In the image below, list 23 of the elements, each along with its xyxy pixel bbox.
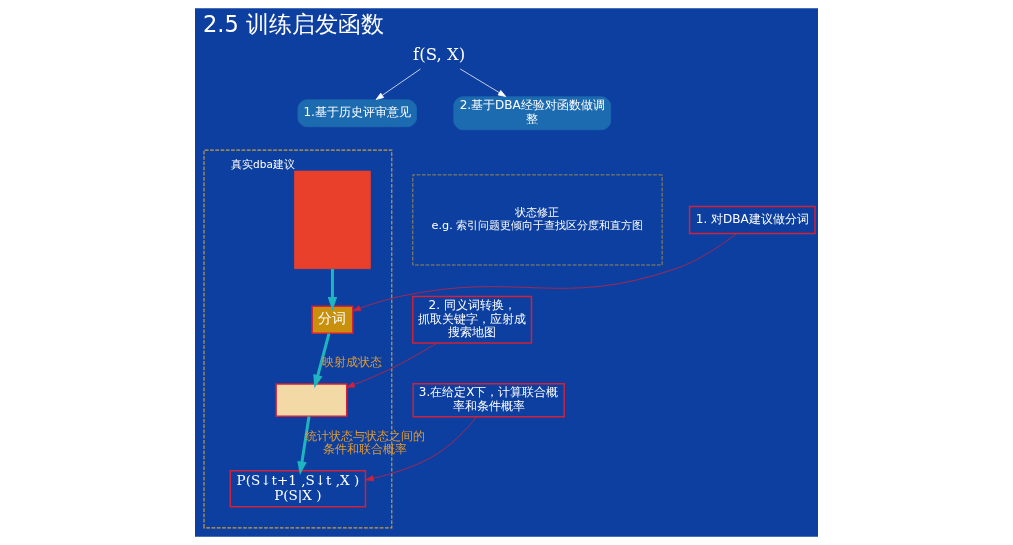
node-box: 1.基于历史评审意见	[297, 99, 417, 128]
node-box	[275, 383, 348, 418]
arrow	[352, 233, 738, 312]
node-text: f(S, X)	[413, 44, 466, 64]
arrow	[346, 342, 438, 388]
arrow	[365, 416, 478, 482]
node-box: 分词	[311, 305, 354, 335]
node-box: 2.基于DBA经验对函数做调整	[453, 96, 612, 131]
node-box: 1. 对DBA建议做分词	[688, 205, 816, 235]
arrow	[327, 269, 338, 311]
diagram-title: 2.5 训练启发函数	[202, 11, 384, 38]
arrow	[313, 333, 331, 389]
node-box: P(S↓t+1 ,S↓t ,X ) P(S|X )	[229, 470, 367, 508]
arrow	[459, 68, 507, 97]
edge-label: 映射成状态	[321, 355, 382, 370]
edge-label: 统计状态与状态之间的条件和联合概率	[305, 428, 426, 457]
node-box: 3.在给定X下，计算联合概率和条件概率	[412, 382, 565, 418]
node-box	[294, 170, 371, 270]
node-box: 状态修正 e.g. 索引问题更倾向于查找区分度和直方图	[412, 174, 663, 266]
node-box: 2. 同义词转换，抓取关键字，应射成搜索地图	[412, 295, 533, 344]
arrow	[375, 68, 421, 100]
node-label: 真实dba建议	[231, 158, 295, 171]
arrow	[297, 416, 311, 475]
